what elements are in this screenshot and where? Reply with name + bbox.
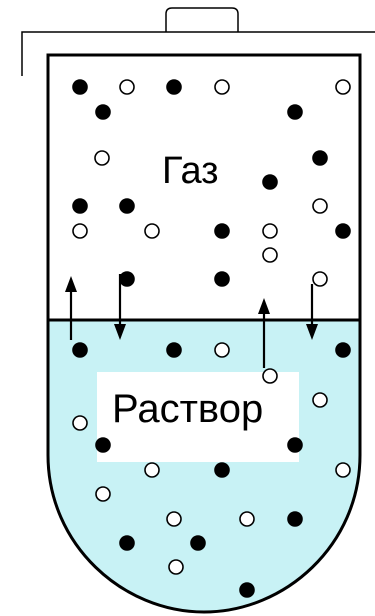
filled-molecule — [312, 150, 328, 166]
open-molecule — [262, 223, 278, 239]
arrows — [65, 274, 318, 368]
open-molecule — [262, 247, 278, 263]
filled-molecule — [214, 462, 230, 478]
filled-molecule — [335, 223, 351, 239]
filled-molecule — [166, 79, 182, 95]
filled-molecule — [72, 342, 88, 358]
filled-molecule — [166, 342, 182, 358]
vessel-outline — [46, 53, 362, 614]
open-molecule — [312, 271, 328, 287]
arrow-up-1 — [65, 276, 77, 340]
open-molecule — [95, 486, 111, 502]
open-molecule — [72, 223, 88, 239]
filled-molecule — [214, 271, 230, 287]
filled-molecule — [214, 223, 230, 239]
filled-molecule — [95, 104, 111, 120]
arrow-down-1 — [114, 274, 126, 340]
open-molecule — [168, 559, 184, 575]
filled-molecule — [119, 271, 135, 287]
filled-molecule — [95, 437, 111, 453]
open-molecule — [72, 415, 88, 431]
open-molecule — [239, 511, 255, 527]
filled-molecule — [335, 342, 351, 358]
molecules — [72, 79, 351, 598]
open-molecule — [144, 462, 160, 478]
arrow-down-2 — [306, 284, 318, 340]
solution-label: Раствор — [112, 387, 263, 431]
arrow-up-2 — [258, 298, 270, 368]
filled-molecule — [287, 511, 303, 527]
open-molecule — [119, 79, 135, 95]
filled-molecule — [72, 79, 88, 95]
filled-molecule — [190, 535, 206, 551]
filled-molecule — [287, 104, 303, 120]
solution-label-box — [97, 372, 299, 462]
gas-label: Газ — [162, 150, 219, 192]
filled-molecule — [239, 582, 255, 598]
open-molecule — [262, 368, 278, 384]
filled-molecule — [72, 198, 88, 214]
open-molecule — [335, 462, 351, 478]
lid-outline — [21, 31, 375, 76]
open-molecule — [214, 342, 230, 358]
filled-molecule — [119, 198, 135, 214]
open-molecule — [335, 79, 351, 95]
filled-molecule — [119, 535, 135, 551]
open-molecule — [94, 150, 110, 166]
filled-molecule — [287, 437, 303, 453]
open-molecule — [312, 198, 328, 214]
open-molecule — [144, 223, 160, 239]
open-molecule — [312, 392, 328, 408]
lid-knob — [165, 7, 239, 32]
filled-molecule — [262, 174, 278, 190]
open-molecule — [214, 79, 230, 95]
open-molecule — [166, 511, 182, 527]
